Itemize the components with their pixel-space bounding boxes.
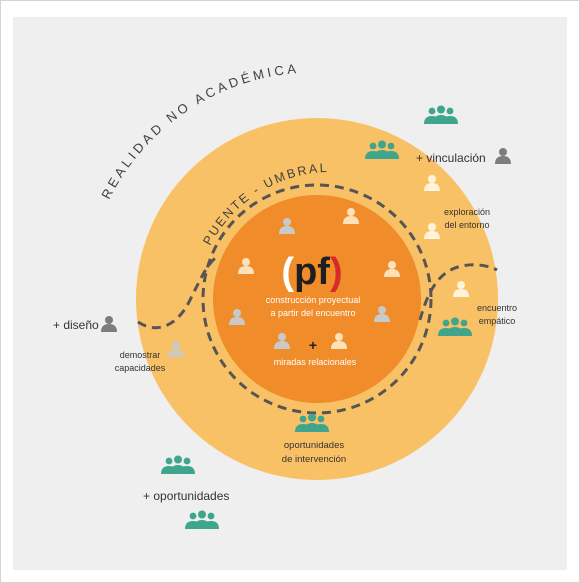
right-dashed-wave bbox=[418, 263, 498, 321]
diseno-label: + diseño bbox=[53, 318, 99, 332]
oportunidades-intervencion-label-2: de intervención bbox=[282, 454, 346, 465]
encuentro-label-2: empático bbox=[479, 316, 516, 326]
demostrar-label-1: demostrar bbox=[120, 350, 161, 360]
pf-logo: (pf) bbox=[281, 251, 342, 293]
bridge-dashed-circle bbox=[201, 183, 433, 415]
exploracion-label-2: del entorno bbox=[444, 220, 489, 230]
oportunidades-label: + oportunidades bbox=[143, 489, 229, 503]
team-icon bbox=[185, 510, 219, 529]
logo-close-paren: ) bbox=[330, 251, 343, 293]
demostrar-label-2: capacidades bbox=[115, 363, 166, 373]
plus-sign: + bbox=[309, 337, 317, 353]
person-icon bbox=[495, 148, 511, 164]
encuentro-label-1: encuentro bbox=[477, 303, 517, 313]
logo-subtitle-line1: construcción proyectual bbox=[266, 295, 361, 305]
inner-circle bbox=[213, 195, 421, 403]
team-icon bbox=[424, 105, 458, 124]
person-icon bbox=[101, 316, 117, 332]
left-dashed-wave bbox=[137, 254, 219, 330]
exploracion-label-1: exploración bbox=[444, 207, 490, 217]
logo-text: pf bbox=[294, 251, 330, 293]
miradas-label: miradas relacionales bbox=[274, 357, 357, 367]
oportunidades-intervencion-label-1: oportunidades bbox=[284, 440, 344, 451]
team-icon bbox=[161, 455, 195, 474]
vinculacion-label: + vinculación bbox=[416, 151, 486, 165]
logo-subtitle-line2: a partir del encuentro bbox=[270, 308, 355, 318]
logo-open-paren: ( bbox=[281, 251, 294, 293]
